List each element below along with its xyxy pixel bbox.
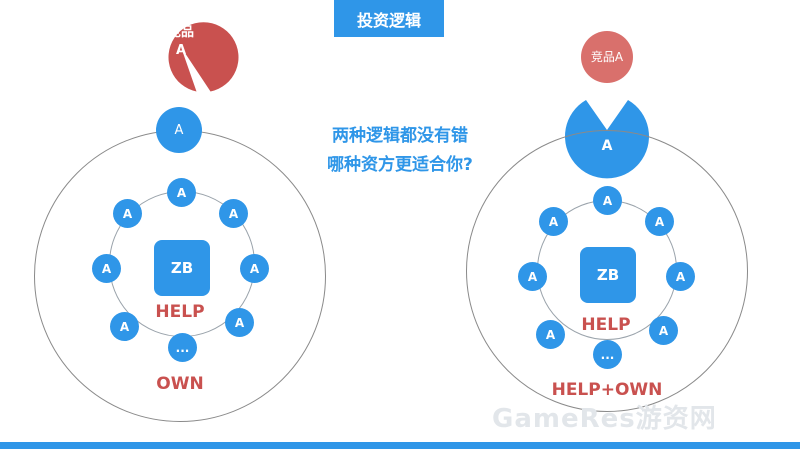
right-big-node-label: A xyxy=(601,138,613,154)
left-own-label: OWN xyxy=(156,374,204,394)
question-line-1: 两种逻辑都没有错 xyxy=(332,126,468,146)
right-ring-node: A xyxy=(539,207,568,236)
left-ring-node: A xyxy=(225,308,254,337)
right-outer-circle xyxy=(466,130,748,412)
left-ring-node: A xyxy=(219,199,248,228)
right-ring-node: A xyxy=(536,320,565,349)
left-competitor-label-line-2: A xyxy=(175,43,187,58)
right-ellipsis-node: ... xyxy=(593,340,622,369)
left-top-node: A xyxy=(156,107,202,153)
left-ring-node: A xyxy=(167,178,196,207)
right-competitor-shape xyxy=(581,31,633,83)
right-help-own-label: HELP+OWN xyxy=(551,380,663,400)
question-text: 两种逻辑都没有错 哪种资方更适合你? xyxy=(300,122,500,180)
right-ring-node: A xyxy=(593,186,622,215)
left-ring-node: A xyxy=(113,199,142,228)
left-ring-node: A xyxy=(240,254,269,283)
left-competitor-label-line-1: 竞品 xyxy=(167,25,194,40)
left-ring-node: A xyxy=(92,254,121,283)
right-competitor-label: 竞品A xyxy=(590,50,624,64)
left-center-zb: ZB xyxy=(154,240,210,296)
left-ring-node: A xyxy=(110,312,139,341)
left-competitor-shape xyxy=(168,22,239,92)
left-ellipsis-node: ... xyxy=(168,333,197,362)
left-competitor-label: 竞品 A xyxy=(158,24,204,60)
question-line-2: 哪种资方更适合你? xyxy=(327,155,473,175)
right-center-zb: ZB xyxy=(580,247,636,303)
right-ring-node: A xyxy=(518,262,547,291)
right-ring-node: A xyxy=(645,207,674,236)
bottom-accent-bar xyxy=(0,442,800,449)
right-ring-node: A xyxy=(649,316,678,345)
right-ring-node: A xyxy=(666,262,695,291)
page-title: 投资逻辑 xyxy=(334,0,444,37)
left-help-label: HELP xyxy=(155,302,205,322)
watermark-text: GameRes游资网 xyxy=(492,404,717,434)
right-help-label: HELP xyxy=(581,315,631,335)
